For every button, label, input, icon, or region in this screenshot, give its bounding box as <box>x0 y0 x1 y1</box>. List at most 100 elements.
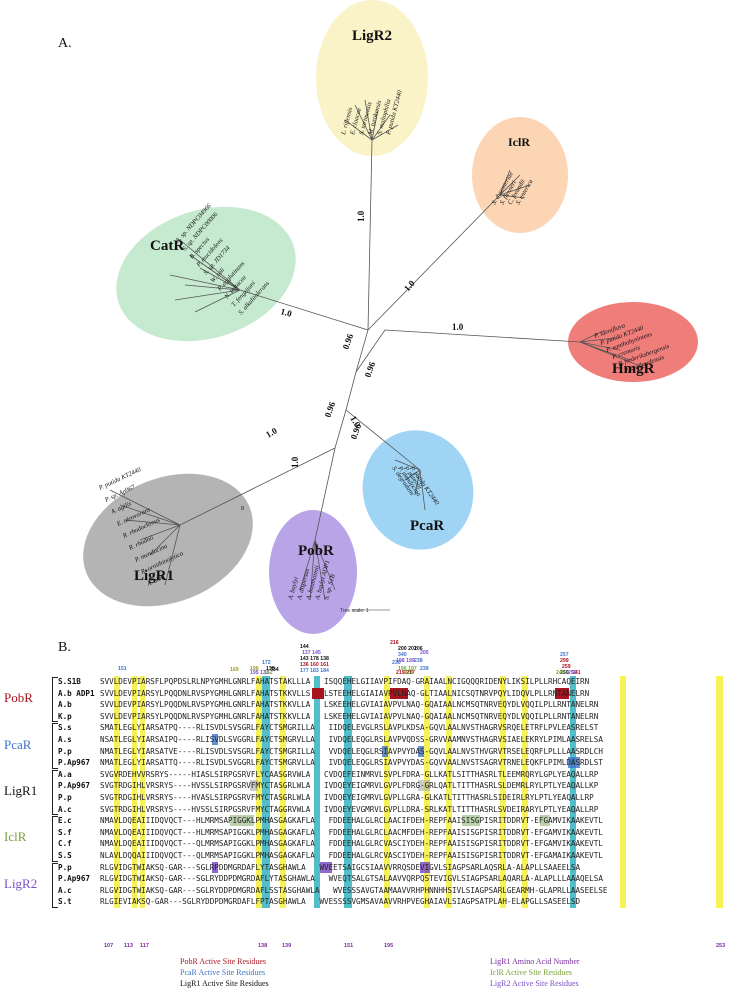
bootstrap-value: 0.96 <box>322 400 337 419</box>
alignment-group-label: IclR <box>4 829 27 845</box>
alignment-row-name: A.s <box>58 735 72 744</box>
residue-number: 250 <box>568 670 577 676</box>
alignment-row-name: E.c <box>58 816 72 826</box>
bootstrap-value: 1.0 <box>356 210 366 222</box>
active-site-highlight <box>462 815 480 827</box>
alignment-group-label: LigR2 <box>4 875 38 891</box>
alignment-group-label: LigR1 <box>4 783 38 798</box>
legend-item: IclR Active Site Residues <box>490 968 572 977</box>
conserved-column-highlight <box>446 676 452 908</box>
residue-number: 205 <box>420 650 429 656</box>
alignment-row-name: S.t <box>58 897 72 907</box>
residue-number: 334 <box>270 667 279 673</box>
alignment-row-sequence: SMATLEGLYIARSATPQ----RLISVDLSVSGRLFAYCTS… <box>100 723 599 733</box>
conserved-column-highlight <box>280 676 286 908</box>
alignment-row-name: P.Ap967 <box>58 781 91 791</box>
alignment-row-sequence: SVGTRDGIHLVRSRYS----HVASLSIRPGSRVFMYCTAS… <box>100 793 594 802</box>
alignment-row-sequence: RLGIEVIAKSQ-GAR---SGLRYDDPDMGRDAFLFPTASG… <box>100 897 581 907</box>
clade-label-ligr2: LigR2 <box>352 28 392 44</box>
alignment-row-name: P.p <box>58 793 72 802</box>
active-site-highlight <box>418 745 424 757</box>
clade-catr-ellipse <box>116 206 296 342</box>
legend-item: LigR1 Active Site Residues <box>180 979 269 988</box>
conserved-column-highlight <box>424 676 430 908</box>
active-site-highlight <box>540 815 550 827</box>
residue-number: 198 199 <box>396 658 415 664</box>
alignment-group-label: PcaR <box>4 736 32 752</box>
phylogenetic-tree: LigR2 IclR CatR HmgR LigR1 PobR PcaR L. … <box>83 0 698 634</box>
alignment-row-name: P.p <box>58 862 72 872</box>
ligr1-residue-number: 151 <box>344 943 354 949</box>
residue-number: 196 197 <box>398 666 417 672</box>
bootstrap-value: 1.0 <box>452 322 464 332</box>
active-site-highlight <box>250 780 258 792</box>
residue-number: 223 <box>404 670 413 676</box>
alignment-group-label: PobR <box>4 690 33 706</box>
residue-number: 143 178 138 <box>300 656 329 662</box>
alignment-group-bracket <box>52 769 58 816</box>
legend-item: LigR1 Amino Acid Number <box>490 957 580 966</box>
alignment-row-sequence: NLAVLDQQAIIIDQVQCT---QLMRMSAPIGGKLPMHASG… <box>100 851 603 860</box>
residue-number: 241 <box>572 670 581 676</box>
residue-number: 299 <box>560 658 569 664</box>
residue-number: 177 183 184 <box>300 668 329 674</box>
legend-item: LigR2 Active Site Residues <box>490 979 579 988</box>
residue-number: 340 <box>398 652 407 658</box>
clade-pobr-ellipse <box>269 510 357 634</box>
conserved-column-highlight <box>132 676 137 908</box>
residue-number: 230 <box>392 660 401 666</box>
alignment-row-name: A.c <box>58 804 72 814</box>
active-site-highlight <box>312 687 324 699</box>
clade-label-catr: CatR <box>150 238 184 254</box>
alignment-row-name: S.S <box>58 851 72 860</box>
alignment-row-name: S.s <box>58 723 72 733</box>
ligr1-residue-number: 113 <box>124 943 133 949</box>
tree-branches <box>109 99 646 601</box>
conserved-column-highlight <box>570 676 576 908</box>
ligr1-residue-number: 138 <box>258 943 268 949</box>
alignment-row-name: A.a <box>58 769 72 779</box>
clade-ligr1-ellipse <box>83 473 253 607</box>
ligr1-residue-number: 139 <box>282 943 292 949</box>
alignment-row-name: K.p <box>58 711 72 721</box>
alignment-row-sequence: SVGTRDGIHLVRSRYS----HVSSLSIRPGSRVFMYCTAS… <box>100 781 599 791</box>
clade-label-pobr: PobR <box>298 543 334 559</box>
alignment-row-name: A.c <box>58 885 72 895</box>
clade-label-pcar: PcaR <box>410 518 444 534</box>
alignment-group-bracket <box>52 723 58 769</box>
residue-number: 216 <box>390 640 399 646</box>
alignment-row-name: P.Ap967 <box>58 758 91 768</box>
clade-ligr2-ellipse <box>316 0 428 156</box>
alignment-group-bracket <box>52 677 58 723</box>
conserved-column-highlight <box>140 676 145 908</box>
active-site-highlight <box>555 687 569 699</box>
residue-number: 152 <box>264 670 273 676</box>
alignment-row-sequence: NMAVLDQEAIIIDQVQCT---HLMRMSAPIGGKLPMHASG… <box>100 816 603 826</box>
alignment-row-name: A.b ADP1 <box>58 688 95 698</box>
active-site-highlight <box>320 861 332 873</box>
conserved-column-highlight <box>256 676 262 908</box>
residue-number: 138 <box>266 666 275 672</box>
residue-number: 238 <box>414 658 423 664</box>
conserved-column-highlight <box>620 676 626 908</box>
alignment-row-sequence: SVVLDEVPIARSYLPQQDNLRVSPYGMHLGNRLFAHATST… <box>100 688 590 698</box>
residue-number: 206 <box>414 646 423 652</box>
bootstrap-value: 1.0 <box>290 456 300 468</box>
residue-number: 220 <box>404 670 413 676</box>
residue-number: 250 <box>560 670 569 676</box>
alignment-row-sequence: SVVLDEVPIARSYLPQQDNLRVSPYGMHLGNRLFAHATST… <box>100 711 599 721</box>
active-site-highlight <box>420 861 430 873</box>
alignment-row-sequence: NMATLEGLYIARSATTQ----RLISVDLSVGGRLFAYCTS… <box>100 758 603 768</box>
residue-number: 136 160 161 <box>300 662 329 668</box>
alignment-row-name: P.p <box>58 746 72 756</box>
residue-number: 239 <box>420 666 429 672</box>
alignment-row-sequence: RLGVIDGTWIAKSQ-GAR---SGLRYDDPDMGRDAFLSST… <box>100 885 608 895</box>
alignment-row-name: C.f <box>58 839 72 849</box>
active-site-highlight <box>212 734 218 745</box>
residue-number: 169 <box>230 667 239 673</box>
alignment-row-sequence: SVGVRDEHVVRSRYS-----HIASLSIRPGSRVFLYCAAS… <box>100 769 599 779</box>
alignment-group-bracket <box>52 862 58 908</box>
alignment-row-sequence: RLGVIDGTWIAKSQ-GAR---SGLRYDDPDMGRDAFLYTA… <box>100 874 603 884</box>
